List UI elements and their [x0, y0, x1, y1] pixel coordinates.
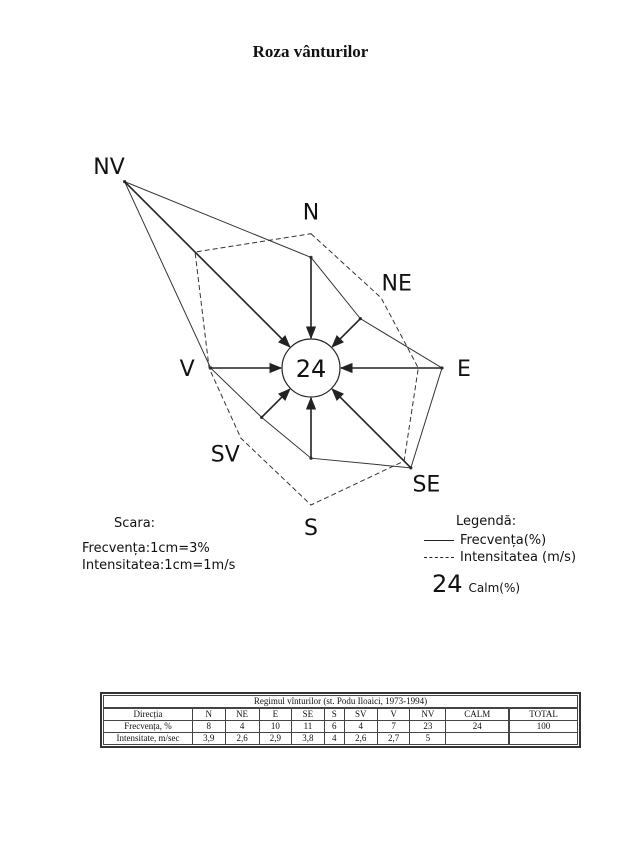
table-cell: 5: [409, 732, 447, 745]
page-title: Roza vânturilor: [252, 42, 369, 61]
table-header-cell: CALM: [445, 707, 510, 721]
table-header-cell: N: [192, 707, 226, 721]
table-header-cell: Direcția: [103, 707, 193, 721]
arrow-sv: [261, 388, 291, 418]
table-cell: 24: [445, 720, 510, 733]
table-cell: 2,6: [224, 732, 260, 745]
table-cell: 4: [224, 720, 260, 733]
table-cell: 2,9: [258, 732, 293, 745]
table-cell: 3,8: [291, 732, 325, 745]
table-cell: 11: [291, 720, 325, 733]
table-cell: 100: [508, 720, 579, 733]
table-header-cell: NE: [224, 707, 260, 721]
arrow-nv: [124, 181, 291, 348]
table-cell: 6: [323, 720, 345, 733]
table-cell: 2,6: [343, 732, 378, 745]
table-cell: Intensitate, m/sec: [103, 732, 193, 745]
legend-frequency-label: Frecvența(%): [460, 533, 547, 548]
table-cell: 8: [192, 720, 226, 733]
table-header-cell: S: [323, 707, 345, 721]
direction-label-sv: SV: [211, 443, 240, 468]
scale-frequency: Frecvența:1cm=3%: [82, 541, 210, 556]
legend: Legendă: Frecvența(%) Intensitatea (m/s)…: [424, 513, 576, 597]
table-cell: [508, 732, 579, 745]
table-header-cell: V: [376, 707, 411, 721]
scale-intensity: Intensitatea:1cm=1m/s: [82, 558, 236, 573]
table-header-cell: SE: [291, 707, 325, 721]
direction-label-v: V: [180, 357, 195, 382]
table-cell: 2,7: [376, 732, 411, 745]
legend-item-frequency: Frecvența(%): [424, 532, 576, 549]
legend-dashed-line-swatch: [424, 557, 454, 558]
table-caption: Regimul vînturilor (st. Podu Iloaici, 19…: [103, 695, 578, 709]
scale-block: Scara: Frecvența:1cm=3% Intensitatea:1cm…: [82, 515, 235, 574]
direction-label-e: E: [457, 357, 471, 382]
legend-item-intensity: Intensitatea (m/s): [424, 549, 576, 566]
calm-circle: [281, 338, 341, 398]
legend-calm-value: 24: [432, 570, 463, 598]
legend-calm-label: Calm(%): [468, 581, 521, 595]
calm-center-label: 24: [296, 355, 327, 383]
legend-title: Legendă:: [456, 514, 517, 529]
direction-label-ne: NE: [382, 271, 412, 296]
legend-intensity-label: Intensitatea (m/s): [460, 550, 577, 565]
arrow-se: [331, 388, 412, 469]
arrow-ne: [331, 318, 361, 348]
table-cell: 23: [409, 720, 447, 733]
table-cell: [445, 732, 510, 745]
table-header-cell: TOTAL: [508, 707, 579, 721]
table-header-cell: E: [258, 707, 293, 721]
table-cell: 10: [258, 720, 293, 733]
intensity-polygon: [194, 233, 419, 506]
table-cell: 3,9: [192, 732, 226, 745]
direction-label-nv: NV: [93, 155, 125, 180]
table-header-cell: SV: [343, 707, 378, 721]
direction-label-se: SE: [412, 472, 440, 497]
direction-label-n: N: [303, 201, 319, 226]
table-cell: 4: [343, 720, 378, 733]
table-cell: Frecvența, %: [103, 720, 193, 733]
wind-rose-chart: N NE E SE S SV V NV 24: [93, 155, 471, 541]
wind-regime-table: Regimul vînturilor (st. Podu Iloaici, 19…: [103, 695, 579, 745]
legend-item-calm: 24 Calm(%): [432, 570, 576, 598]
table-header-cell: NV: [409, 707, 447, 721]
frequency-polygon: [123, 180, 443, 469]
legend-solid-line-swatch: [424, 540, 454, 541]
table-cell: 7: [376, 720, 411, 733]
table-cell: 4: [323, 732, 345, 745]
table-caption-row: Regimul vînturilor (st. Podu Iloaici, 19…: [103, 695, 578, 709]
direction-label-s: S: [304, 516, 318, 541]
wind-regime-table-frame: Regimul vînturilor (st. Podu Iloaici, 19…: [100, 692, 581, 748]
scale-title: Scara:: [114, 516, 156, 531]
